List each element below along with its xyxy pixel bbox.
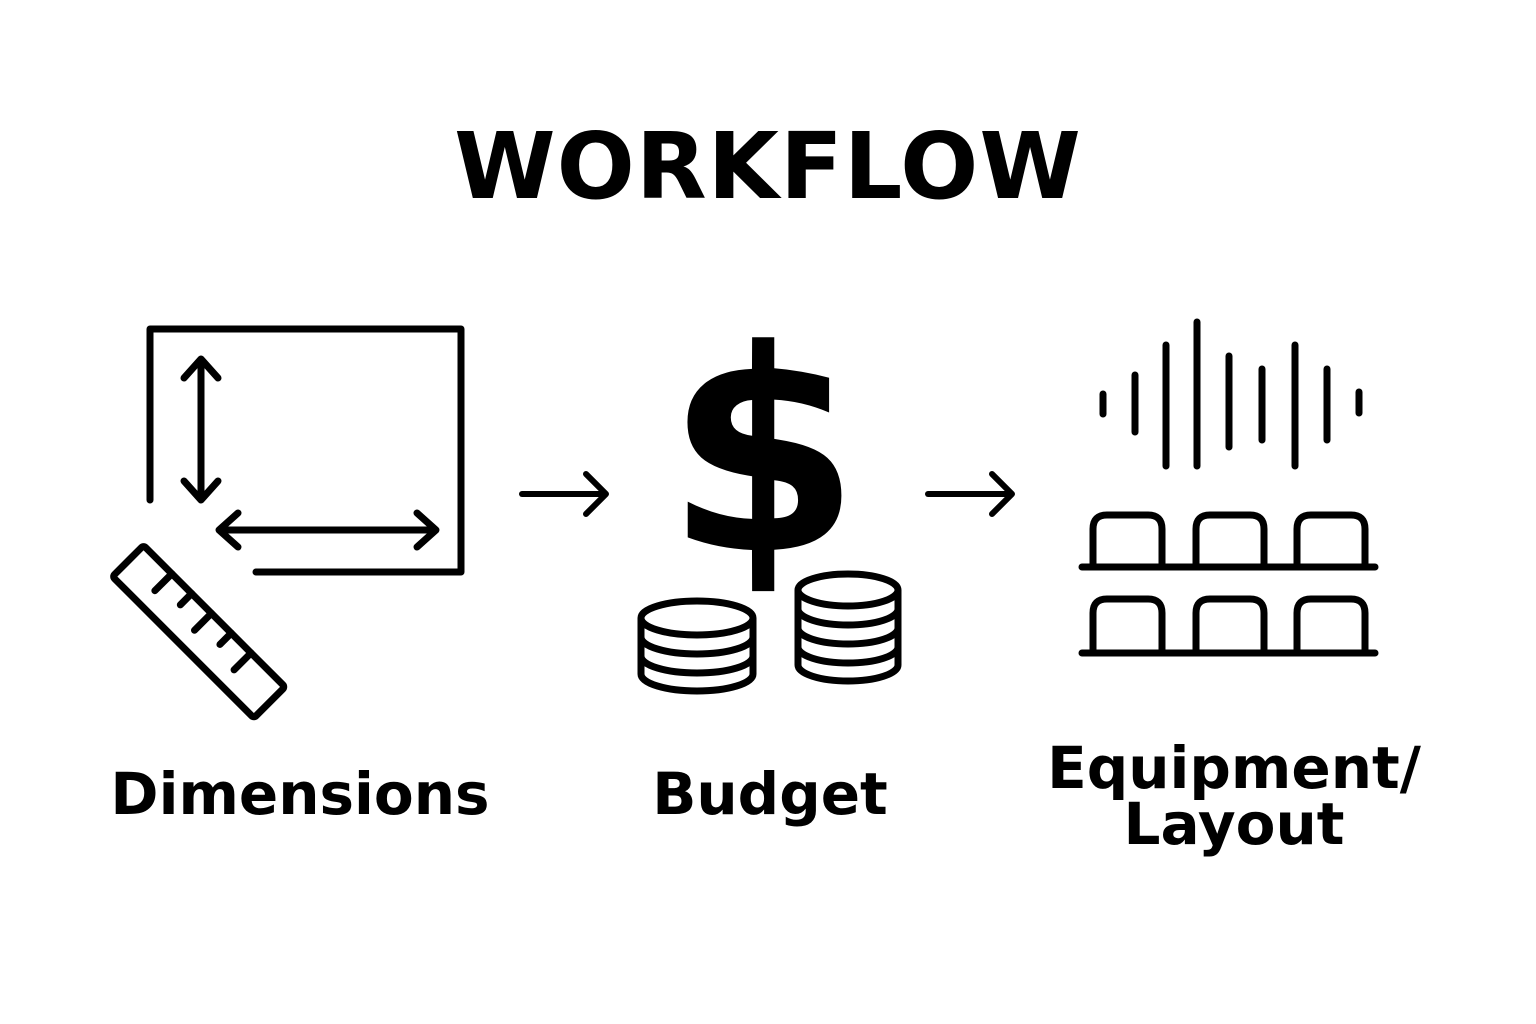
step-label-equipment-line2: Layout [1123,790,1345,858]
dollar-coins-icon: $ [637,291,902,695]
step-label-equipment-line1: Equipment/ [1047,734,1421,802]
room-dimensions-ruler-icon [110,325,465,721]
svg-text:$: $ [666,291,861,617]
arrow-right-icon [925,471,1015,517]
diagram-title: WORKFLOW [454,113,1082,220]
step-label-equipment-layout: Equipment/ Layout [1034,734,1434,858]
sound-waves-seating-icon [1078,318,1379,657]
step-label-dimensions: Dimensions [110,760,490,828]
step-label-budget: Budget [652,760,888,828]
arrow-right-icon [519,471,609,517]
